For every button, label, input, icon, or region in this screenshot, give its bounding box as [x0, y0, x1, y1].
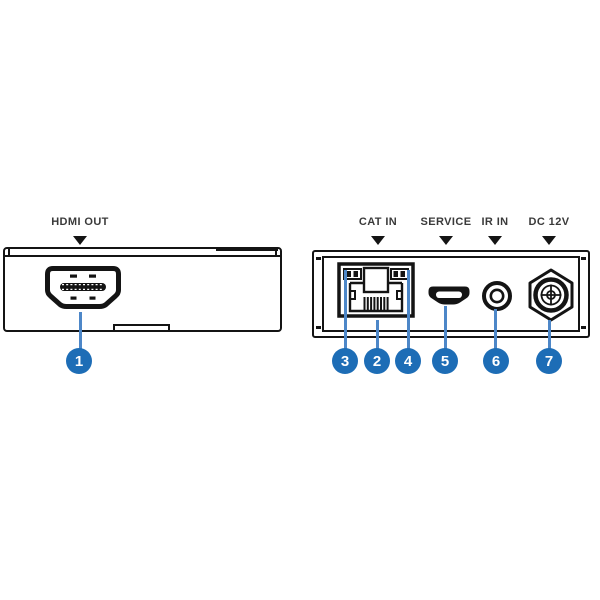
callout-circle-6: 6 [483, 348, 509, 374]
rear-panel-outline [312, 250, 590, 338]
corner-mark [581, 326, 586, 329]
down-triangle-icon [488, 236, 502, 245]
faceplate-inset [322, 256, 580, 332]
port-label-hdmi-out: HDMI OUT [51, 216, 109, 228]
down-triangle-icon [542, 236, 556, 245]
callout-line-7 [548, 320, 551, 349]
callout-circle-4: 4 [395, 348, 421, 374]
panel-seam [5, 255, 280, 257]
micro-usb-port-icon [428, 286, 470, 305]
callout-circle-5: 5 [432, 348, 458, 374]
front-panel-outline [3, 247, 282, 332]
top-edge-shade [216, 247, 278, 251]
port-label-service: SERVICE [420, 216, 472, 228]
down-triangle-icon [73, 236, 87, 245]
callout-circle-7: 7 [536, 348, 562, 374]
corner-mark [581, 257, 586, 260]
callout-line-2 [376, 320, 379, 349]
hdmi-port-icon [45, 266, 121, 309]
corner-mark [316, 326, 321, 329]
dc-connector-icon [528, 268, 574, 322]
callout-line-6 [494, 309, 497, 349]
down-triangle-icon [371, 236, 385, 245]
callout-circle-3: 3 [332, 348, 358, 374]
corner-mark [316, 257, 321, 260]
port-label-ir-in: IR IN [481, 216, 509, 228]
down-triangle-icon [439, 236, 453, 245]
bottom-latch [113, 324, 170, 332]
ir-jack-icon [482, 281, 512, 311]
callout-line-5 [444, 306, 447, 349]
callout-circle-2: 2 [364, 348, 390, 374]
callout-line-1 [79, 312, 82, 349]
seam-tick [8, 249, 10, 255]
port-label-cat-in: CAT IN [358, 216, 398, 228]
callout-circle-1: 1 [66, 348, 92, 374]
seam-tick [275, 249, 277, 255]
port-label-dc-12v: DC 12V [528, 216, 570, 228]
callout-line-3 [344, 270, 347, 349]
rj45-port-icon [337, 262, 415, 318]
callout-line-4 [407, 270, 410, 349]
